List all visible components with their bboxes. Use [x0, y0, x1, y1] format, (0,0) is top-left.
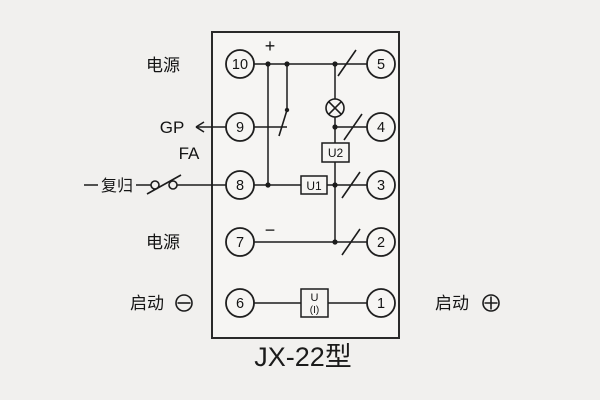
circled-plus-icon: [482, 294, 500, 312]
terminal-3-number: 3: [377, 178, 385, 194]
u1-label: U1: [306, 179, 322, 193]
terminal-1-number: 1: [377, 296, 385, 312]
u-start-label-line2: (I): [310, 305, 319, 316]
terminal-10-number: 10: [232, 57, 248, 73]
terminal-2-number: 2: [377, 235, 385, 251]
terminal-8: 8: [225, 170, 255, 200]
u-start-label-line1: U: [311, 292, 319, 304]
terminal-7: 7: [225, 227, 255, 257]
plus-sign: +: [265, 36, 276, 56]
power-label-bottom: 电源: [146, 233, 180, 252]
contact-switches: [146, 49, 363, 256]
terminal-9: 9: [225, 112, 255, 142]
start-label-left: 启动: [130, 294, 164, 313]
junction-dots: [265, 61, 338, 245]
diagram-title: JX-22型: [254, 342, 352, 372]
component-u2: U2: [321, 142, 350, 163]
terminal-7-number: 7: [236, 235, 244, 251]
power-label-top: 电源: [146, 56, 180, 75]
terminal-10: 10: [225, 49, 255, 79]
minus-sign: −: [265, 220, 276, 240]
component-u1: U1: [300, 175, 328, 195]
terminal-6-number: 6: [236, 296, 244, 312]
terminal-3: 3: [366, 170, 396, 200]
terminal-4-number: 4: [377, 120, 385, 136]
component-u-start: U (I): [300, 288, 329, 318]
terminal-4: 4: [366, 112, 396, 142]
signal-lamp-icon: [325, 98, 345, 118]
terminal-5: 5: [366, 49, 396, 79]
terminal-8-number: 8: [236, 178, 244, 194]
terminal-2: 2: [366, 227, 396, 257]
u2-label: U2: [328, 146, 344, 160]
terminal-9-number: 9: [236, 120, 244, 136]
terminal-1: 1: [366, 288, 396, 318]
gp-arrow-icon: [195, 121, 205, 133]
fa-label: FA: [179, 144, 200, 163]
circuit-wires: [84, 63, 367, 304]
reset-button-symbol: [150, 180, 178, 190]
start-label-right: 启动: [435, 294, 469, 313]
gp-label: GP: [160, 118, 185, 137]
terminal-5-number: 5: [377, 57, 385, 73]
circled-minus-icon: [175, 294, 193, 312]
terminal-6: 6: [225, 288, 255, 318]
reset-label: 复归: [101, 177, 133, 195]
